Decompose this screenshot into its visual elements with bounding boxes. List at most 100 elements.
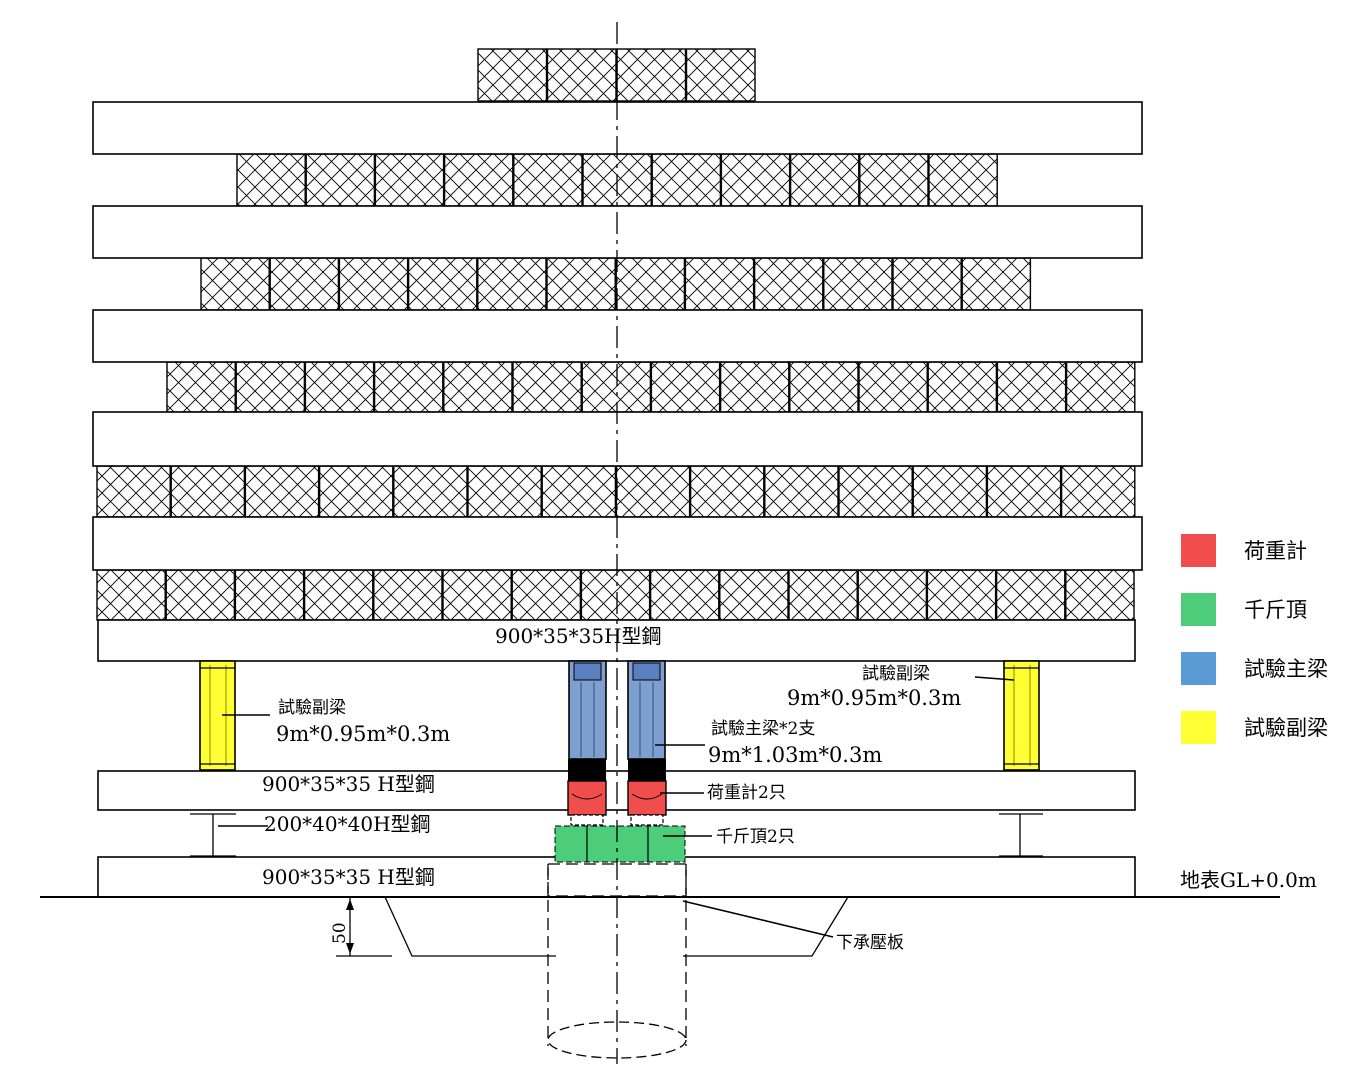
weight-block — [269, 257, 340, 311]
weight-block — [650, 361, 721, 413]
weight-block — [170, 465, 246, 518]
weight-block — [789, 361, 859, 413]
aux-beam-left-size: 9m*0.95m*0.3m — [276, 722, 450, 746]
weight-block — [615, 465, 691, 518]
weight-block — [236, 153, 306, 207]
main-beam-left — [568, 660, 607, 760]
legend-swatch — [1181, 652, 1216, 685]
weight-block — [753, 257, 824, 311]
middle-h-beam-label: 900*35*35 H型鋼 — [262, 772, 435, 796]
weight-block — [788, 569, 858, 621]
depth-dimension-label: 50 — [330, 922, 350, 944]
weight-block — [443, 153, 514, 207]
jack-assembly — [554, 814, 686, 863]
weight-block — [615, 257, 686, 311]
weight-block — [546, 257, 616, 311]
weight-block — [338, 257, 409, 311]
weight-block — [719, 361, 790, 413]
weight-block — [235, 361, 306, 413]
weight-block — [649, 569, 720, 621]
weight-block — [96, 569, 166, 621]
bottom-h-beam-label: 900*35*35 H型鋼 — [262, 865, 435, 889]
weight-block — [892, 257, 962, 311]
weight-block — [1060, 465, 1136, 518]
weight-block — [1065, 569, 1135, 621]
legend-label: 荷重計 — [1244, 539, 1307, 563]
weight-block — [719, 569, 789, 621]
weight-block — [961, 257, 1032, 311]
weight-block — [927, 361, 998, 413]
weight-block — [720, 153, 791, 207]
bearing-plate-label: 下承壓板 — [836, 933, 904, 953]
weight-block — [374, 153, 445, 207]
weight-block — [318, 465, 394, 518]
weight-block — [511, 569, 582, 621]
weight-block — [373, 361, 444, 413]
weight-block — [581, 361, 652, 413]
weight-block — [546, 48, 617, 102]
load-cell-left — [567, 780, 607, 816]
weight-block — [165, 569, 236, 621]
weight-block — [407, 257, 478, 311]
weight-block — [764, 465, 839, 518]
weight-block — [1065, 361, 1136, 413]
main-beam-size: 9m*1.03m*0.3m — [708, 743, 882, 767]
weight-block — [789, 153, 860, 207]
weight-block — [234, 569, 305, 621]
weight-block — [166, 361, 236, 413]
weight-block — [912, 465, 988, 518]
weight-block — [858, 361, 928, 413]
aux-beam-right — [1003, 660, 1040, 771]
weight-block — [838, 465, 913, 518]
ground-label: 地表GL+0.0m — [1180, 868, 1317, 892]
weight-block — [96, 465, 171, 518]
depth-dimension — [336, 896, 392, 957]
counterweight-blocks — [96, 48, 1136, 621]
small-h-beam-right — [999, 813, 1043, 857]
legend-label: 千斤頂 — [1244, 598, 1307, 622]
excavation-outline — [384, 896, 849, 957]
load-cell-label: 荷重計2只 — [707, 783, 786, 803]
weight-block — [443, 361, 513, 413]
legend-label: 試驗副梁 — [1244, 716, 1328, 740]
load-cell-right — [627, 780, 667, 816]
weight-block — [303, 569, 374, 621]
small-h-beam-label: 200*40*40H型鋼 — [264, 812, 431, 836]
aux-beam-right-name: 試驗副梁 — [862, 664, 930, 684]
weight-block — [651, 153, 722, 207]
weight-block — [995, 569, 1066, 621]
weight-block — [477, 257, 547, 311]
weight-block — [986, 465, 1062, 518]
weight-block — [857, 569, 928, 621]
weight-block — [541, 465, 617, 518]
weight-block — [244, 465, 320, 518]
weight-block — [859, 153, 929, 207]
weight-block — [305, 153, 376, 207]
top-h-beam-label: 900*35*35H型鋼 — [495, 624, 662, 648]
small-h-beam-left — [190, 813, 236, 857]
weight-block — [996, 361, 1067, 413]
bearing-cap-left — [568, 759, 606, 781]
bearing-plate-leader — [682, 900, 834, 938]
aux-beam-left-name: 試驗副梁 — [278, 698, 346, 718]
weight-block — [684, 257, 755, 311]
bearing-cap-right — [628, 759, 666, 781]
weight-block — [200, 257, 270, 311]
weight-block — [442, 569, 512, 621]
weight-block — [823, 257, 893, 311]
weight-block — [928, 153, 998, 207]
main-beam-name: 試驗主梁*2支 — [711, 719, 815, 739]
weight-block — [580, 569, 651, 621]
weight-block — [616, 48, 687, 102]
legend-swatch — [1181, 593, 1216, 626]
jack-label: 千斤頂2只 — [716, 827, 795, 847]
aux-beam-right-leader — [974, 676, 1015, 681]
legend-label: 試驗主梁 — [1244, 657, 1328, 681]
legend-swatch — [1181, 534, 1216, 567]
weight-block — [373, 569, 443, 621]
weight-block — [467, 465, 542, 518]
weight-block — [685, 48, 756, 102]
main-beam-right — [627, 660, 666, 760]
